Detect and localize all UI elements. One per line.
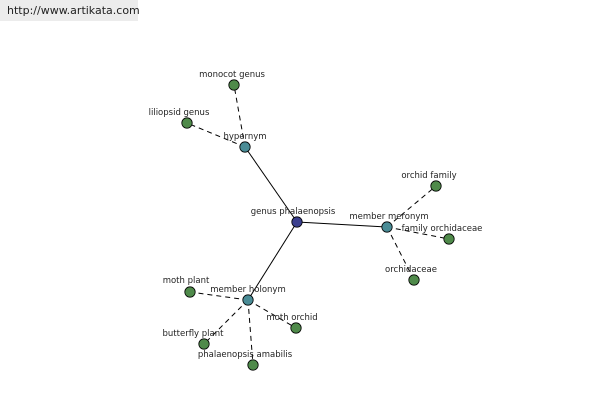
node-label-mer[interactable]: member meronym	[349, 212, 428, 222]
node-label-mothor[interactable]: moth orchid	[266, 313, 317, 323]
nodes-layer	[181, 79, 455, 371]
node-label-orfam[interactable]: orchid family	[401, 171, 456, 181]
node-monocot[interactable]	[228, 79, 240, 91]
edges-layer	[186, 84, 450, 366]
site-url-banner[interactable]: http://www.artikata.com	[0, 0, 140, 21]
node-label-monocot[interactable]: monocot genus	[199, 70, 265, 80]
node-butter[interactable]	[198, 338, 210, 350]
node-lilio[interactable]	[181, 117, 193, 129]
edge-mer-orfam	[386, 185, 437, 228]
node-label-lilio[interactable]: liliopsid genus	[149, 108, 210, 118]
labels-layer: genus phalaenopsis hypernym member meronym…	[149, 70, 483, 360]
node-label-mothpl[interactable]: moth plant	[163, 276, 210, 286]
node-mer[interactable]	[381, 221, 393, 233]
node-label-center[interactable]: genus phalaenopsis	[251, 207, 336, 217]
node-mothor[interactable]	[290, 322, 302, 334]
edge-mer-famorc	[386, 226, 450, 240]
edge-hyp-monocot	[233, 84, 246, 148]
node-label-hol[interactable]: member holonym	[210, 285, 285, 295]
edge-center-hol	[247, 221, 298, 301]
node-famorc[interactable]	[443, 233, 455, 245]
node-amab[interactable]	[247, 359, 259, 371]
node-hyp[interactable]	[239, 141, 251, 153]
node-label-butter[interactable]: butterfly plant	[163, 329, 225, 339]
node-hol[interactable]	[242, 294, 254, 306]
node-orcid[interactable]	[408, 274, 420, 286]
node-label-hyp[interactable]: hypernym	[223, 132, 266, 142]
node-center[interactable]	[291, 216, 303, 228]
node-label-amab[interactable]: phalaenopsis amabilis	[198, 350, 293, 360]
edge-mer-orcid	[386, 226, 415, 281]
node-label-orcid[interactable]: orchidaceae	[385, 265, 437, 275]
edge-hol-mothor	[247, 299, 297, 329]
edge-hyp-lilio	[186, 122, 246, 148]
node-orfam[interactable]	[430, 180, 442, 192]
edge-hol-mothpl	[189, 291, 249, 301]
node-label-famorc[interactable]: family orchidaceae	[402, 224, 483, 234]
node-mothpl[interactable]	[184, 286, 196, 298]
edge-hol-butter	[203, 299, 249, 345]
edge-center-mer	[296, 221, 388, 228]
edge-hol-amab	[247, 299, 254, 366]
edge-center-hyp	[244, 146, 298, 223]
